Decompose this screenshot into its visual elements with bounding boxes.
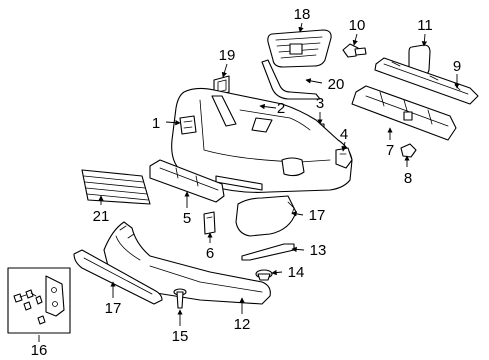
bolt-10 [342,43,367,58]
energy-absorber [351,85,457,141]
leader-lines [38,22,460,342]
bolt-8 [400,143,417,158]
callout-16: 16 [31,342,48,359]
push-pin [173,288,187,309]
callout-13: 13 [310,242,327,259]
callout-20: 20 [328,76,345,93]
callout-21: 21 [93,208,110,225]
upper-grille [267,29,332,68]
lower-grille [81,169,151,205]
callout-4: 4 [340,126,348,143]
callout-14: 14 [288,264,305,281]
bracket-5 [149,159,225,203]
impact-bar [374,57,479,105]
callout-3: 3 [316,95,324,112]
hardware-kit-inset [7,267,71,334]
fastener-14 [255,269,273,281]
molding-strip [241,243,295,261]
callout-9: 9 [453,58,461,75]
callout-12: 12 [234,316,251,333]
clip-6 [203,211,216,235]
callout-2: 2 [277,100,285,117]
callout-1: 1 [152,115,160,132]
lower-valance [73,249,163,305]
grille-molding [261,59,321,100]
callout-15: 15 [172,328,189,345]
callout-labels: 1 2 3 4 5 6 7 8 9 10 11 12 13 14 15 16 1… [31,6,462,359]
callout-6: 6 [206,245,214,262]
callout-5: 5 [183,210,191,227]
callout-10: 10 [349,17,366,34]
callout-18: 18 [294,6,311,23]
callout-7: 7 [386,142,394,159]
callout-17-right: 17 [309,207,326,224]
callout-8: 8 [404,170,412,187]
callout-19: 19 [219,47,236,64]
fog-lamp-bezel [235,195,297,237]
callout-11: 11 [417,17,433,34]
callout-17-left: 17 [105,300,122,317]
bumper-cover [171,87,353,193]
